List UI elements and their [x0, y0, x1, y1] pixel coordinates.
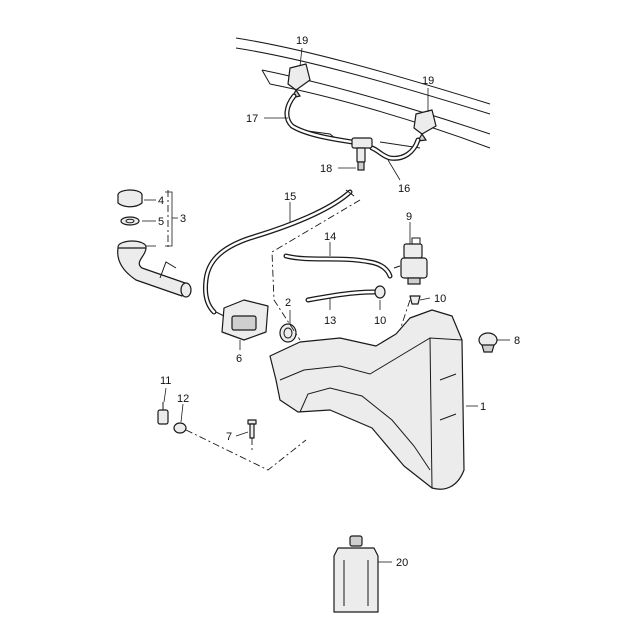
callout-10-upper: 10 [374, 315, 386, 327]
screw-7 [247, 419, 257, 439]
hood-panel [235, 37, 491, 149]
washer-fluid-bottle-20 [333, 535, 379, 613]
filler-cap-4 [117, 189, 143, 208]
callout-10-lower: 10 [434, 293, 446, 305]
leader-lines [142, 47, 510, 563]
bracket-6 [215, 299, 269, 341]
callout-2: 2 [285, 297, 291, 309]
callout-18: 18 [320, 163, 332, 175]
washer-pump-9 [393, 237, 428, 285]
washer-nozzle-left [287, 63, 311, 99]
grommet-10-lower [409, 295, 421, 305]
level-sensor-11 [157, 402, 169, 425]
callout-11: 11 [160, 375, 171, 387]
callout-1: 1 [480, 401, 486, 413]
callout-9: 9 [406, 211, 412, 223]
t-connector-18 [351, 137, 373, 171]
callout-15: 15 [284, 191, 296, 203]
seal-5 [120, 216, 140, 226]
callout-4: 4 [158, 195, 164, 207]
callout-20: 20 [396, 557, 408, 569]
callout-8: 8 [514, 335, 520, 347]
callout-7: 7 [226, 431, 232, 443]
hose-13 [305, 289, 377, 303]
seal-12 [173, 422, 187, 434]
callout-17: 17 [246, 113, 258, 125]
filler-neck [117, 240, 192, 298]
hose-16 [369, 137, 421, 161]
grommet-2 [279, 323, 297, 343]
callout-13: 13 [324, 315, 336, 327]
hose-14 [283, 253, 393, 279]
assembly-guide-lines [167, 190, 411, 471]
hose-15 [203, 189, 355, 315]
washer-nozzle-right [413, 109, 437, 142]
washer-reservoir-1 [269, 309, 465, 490]
callout-19-left: 19 [296, 35, 308, 47]
callout-3: 3 [180, 213, 186, 225]
callout-16: 16 [398, 183, 410, 195]
callout-labels: 1 2 3 4 5 6 7 8 9 10 10 11 12 13 14 15 1… [158, 35, 520, 569]
grommet-8 [478, 332, 498, 353]
callout-14: 14 [324, 231, 336, 243]
grommet-10-upper [374, 285, 386, 299]
callout-19-right: 19 [422, 75, 434, 87]
callout-12: 12 [177, 393, 189, 405]
callout-6: 6 [236, 353, 242, 365]
callout-5: 5 [158, 216, 164, 228]
hose-17 [284, 93, 355, 145]
